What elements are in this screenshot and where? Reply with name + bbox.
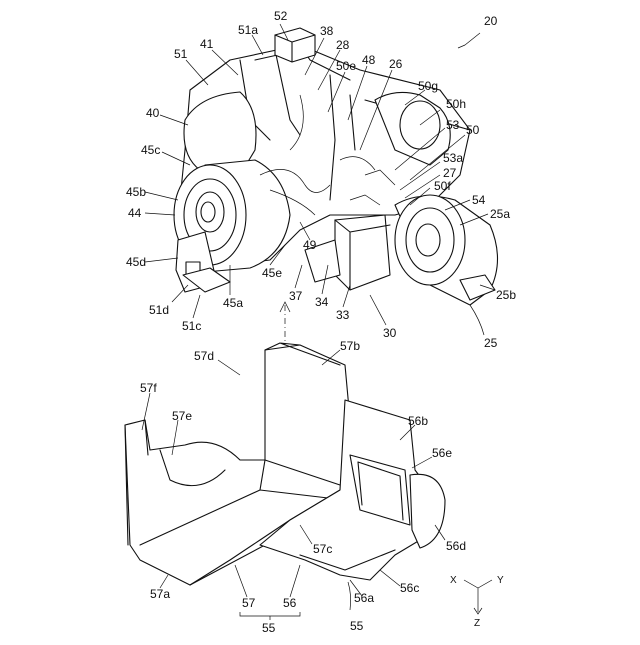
label-49: 49 — [303, 238, 317, 252]
label-51a: 51a — [238, 23, 258, 37]
label-48: 48 — [362, 53, 376, 67]
label-45c: 45c — [141, 143, 160, 157]
label-51: 51 — [174, 47, 188, 61]
label-57d: 57d — [194, 349, 214, 363]
label-56: 56 — [283, 596, 297, 610]
label-41: 41 — [200, 37, 214, 51]
label-45e: 45e — [262, 266, 282, 280]
label-25: 25 — [484, 336, 498, 350]
label-50h: 50h — [446, 97, 466, 111]
axis-label-x: X — [450, 575, 457, 586]
label-56d: 56d — [446, 539, 466, 553]
label-57e: 57e — [172, 409, 192, 423]
label-50g: 50g — [418, 79, 438, 93]
label-55: 55 — [350, 619, 364, 633]
label-20: 20 — [484, 14, 498, 28]
label-45b: 45b — [126, 185, 146, 199]
label-57a: 57a — [150, 587, 170, 601]
label-37: 37 — [289, 289, 303, 303]
label-57b: 57b — [340, 339, 360, 353]
label-50: 50 — [466, 123, 480, 137]
label-52: 52 — [274, 9, 288, 23]
label-57f: 57f — [140, 381, 157, 395]
label-45d: 45d — [126, 255, 146, 269]
label-50e: 50e — [336, 59, 356, 73]
axis-label-y: Y — [497, 575, 504, 586]
label-27: 27 — [443, 166, 457, 180]
label-25b: 25b — [496, 288, 516, 302]
label-34: 34 — [315, 295, 329, 309]
label-51d: 51d — [149, 303, 169, 317]
label-55-brace: 55 — [262, 621, 276, 635]
label-53a: 53a — [443, 151, 463, 165]
label-44: 44 — [128, 206, 142, 220]
label-53: 53 — [446, 118, 460, 132]
label-54: 54 — [472, 193, 486, 207]
label-50f: 50f — [434, 179, 451, 193]
label-38: 38 — [320, 24, 334, 38]
axis-indicator — [464, 580, 492, 614]
label-56c: 56c — [400, 581, 419, 595]
label-56e: 56e — [432, 446, 452, 460]
label-30: 30 — [383, 326, 397, 340]
label-28: 28 — [336, 38, 350, 52]
label-56b: 56b — [408, 414, 428, 428]
label-57c: 57c — [313, 542, 332, 556]
label-45a: 45a — [223, 296, 243, 310]
label-25a: 25a — [490, 207, 510, 221]
axis-label-z: Z — [474, 618, 480, 629]
label-57: 57 — [242, 596, 256, 610]
label-26: 26 — [389, 57, 403, 71]
label-40: 40 — [146, 106, 160, 120]
label-51c: 51c — [182, 319, 201, 333]
label-56a: 56a — [354, 591, 374, 605]
lower-cover-drawing — [125, 343, 445, 585]
label-33: 33 — [336, 308, 350, 322]
